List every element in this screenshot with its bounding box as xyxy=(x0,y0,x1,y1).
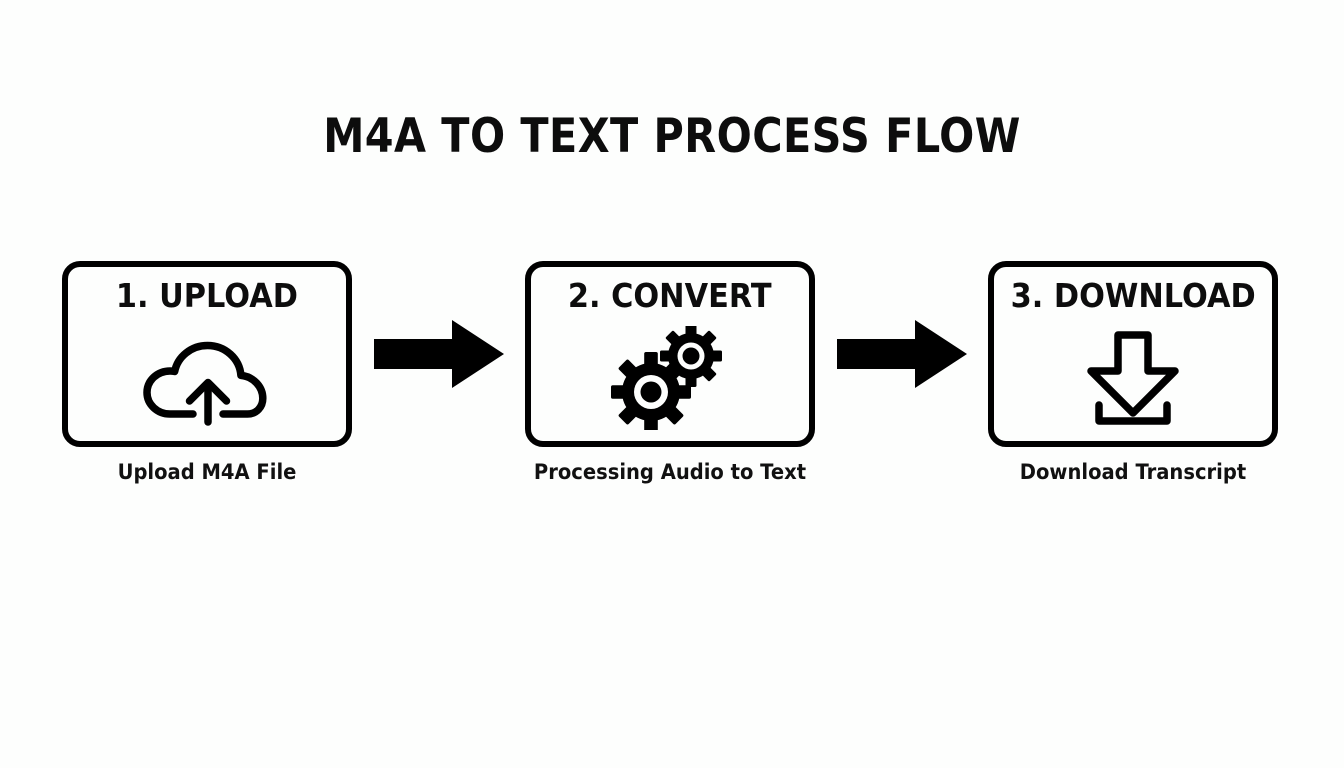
step-heading-convert: 2. CONVERT xyxy=(568,276,772,315)
arrow-right-icon xyxy=(836,320,967,388)
gears-icon xyxy=(607,325,733,430)
step-heading-download: 3. DOWNLOAD xyxy=(1010,276,1256,315)
connector-arrow-2 xyxy=(835,261,969,447)
step-caption-upload: Upload M4A File xyxy=(117,460,297,484)
process-step-upload[interactable]: 1. UPLOAD xyxy=(62,261,352,484)
download-arrow-icon xyxy=(1081,328,1185,428)
step-icon-slot-convert xyxy=(531,314,809,441)
process-step-convert[interactable]: 2. CONVERT xyxy=(525,261,815,484)
step-icon-slot-upload xyxy=(68,314,346,441)
connector-arrow-1 xyxy=(372,261,506,447)
cloud-upload-icon xyxy=(137,330,277,426)
step-icon-slot-download xyxy=(994,314,1272,441)
step-heading-upload: 1. UPLOAD xyxy=(115,276,299,315)
arrow-right-icon xyxy=(373,320,504,388)
process-step-download[interactable]: 3. DOWNLOAD Download Tr xyxy=(988,261,1278,484)
step-card-convert[interactable]: 2. CONVERT xyxy=(525,261,815,447)
step-caption-download: Download Transcript xyxy=(1019,460,1247,484)
page-title: M4A TO TEXT PROCESS FLOW xyxy=(323,109,1021,164)
step-caption-convert: Processing Audio to Text xyxy=(533,460,807,484)
process-flow-row: 1. UPLOAD xyxy=(62,261,1278,484)
step-card-download[interactable]: 3. DOWNLOAD xyxy=(988,261,1278,447)
step-card-upload[interactable]: 1. UPLOAD xyxy=(62,261,352,447)
